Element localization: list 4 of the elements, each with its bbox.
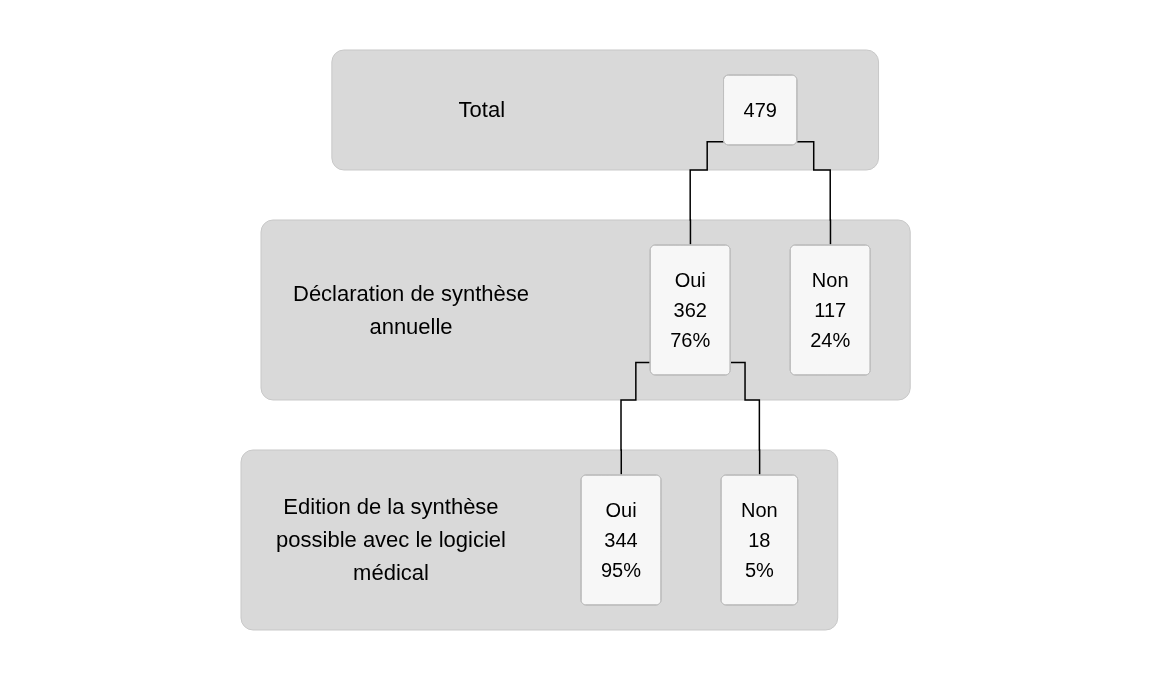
connector: [730, 361, 761, 476]
connector: [796, 140, 832, 246]
connector: [620, 361, 652, 476]
connector: [689, 140, 726, 246]
